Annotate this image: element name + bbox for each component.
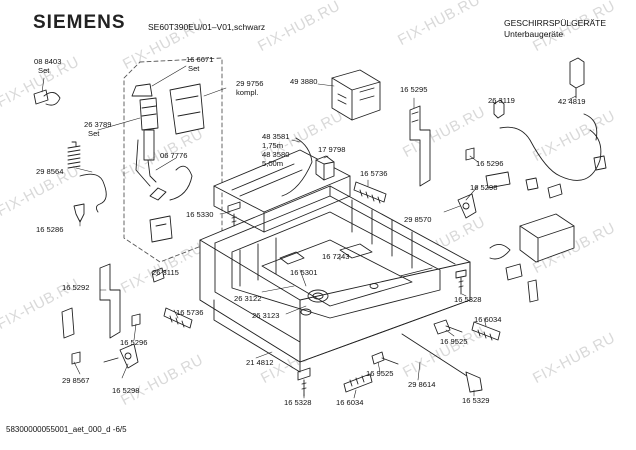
part-label: Set [88,129,100,138]
part-label: 26 3123 [252,311,280,320]
part-label: 06 7776 [160,151,188,160]
part-label: 1,75m [262,141,284,150]
toothed-rail [353,181,387,204]
part-label: 16 5295 [400,85,428,94]
base-tray [199,185,471,373]
part-label: 16 5298 [470,183,498,192]
part-label: 29 9756 [236,79,264,88]
part-label: 29 8614 [408,380,436,389]
part-label: 21 4812 [246,358,274,367]
part-label: 42 4819 [558,97,586,106]
pump-assembly [489,213,575,303]
part-label: 16 5292 [62,283,90,292]
coiled-hose [79,173,107,213]
part-label: 26 3789 [84,120,112,129]
part-label: 08 8403 [34,57,62,66]
part-label: 29 8567 [62,376,90,385]
aquastop-assembly [131,83,205,243]
power-cable [281,137,313,197]
part-label: 5,00m [262,159,284,168]
part-label: 29 8564 [36,167,64,176]
clip-small [71,351,81,365]
part-label: 26 3115 [152,268,179,277]
part-label: 16 9525 [366,369,394,378]
spring [67,141,81,169]
part-label: 48 3581 [262,132,290,141]
plug [61,307,75,339]
part-label: 16 5301 [290,268,318,277]
clip-small [151,267,165,283]
part-label: 16 5286 [36,225,64,234]
clip-small [465,147,475,161]
part-label: 26 3122 [234,294,262,303]
screw [371,351,399,365]
part-label: 16 5296 [476,159,504,168]
part-label: 16 5296 [120,338,148,347]
hinge [457,193,477,219]
brand-logo: SIEMENS [33,12,126,33]
screw [227,201,241,227]
part-label: 16 5298 [112,386,140,395]
bracket [409,105,431,187]
toothed-strip [343,373,373,393]
bolt [297,367,311,397]
hinge [103,343,139,369]
toothed-rail [163,307,193,329]
part-label: 16 5330 [186,210,214,219]
part-label: 48 3580 [262,150,290,159]
rod [401,333,483,393]
part-label: 16 7243 [322,252,350,261]
part-label: 16 5329 [462,396,490,405]
hose-clip-set [33,89,61,106]
connector [569,57,585,99]
part-label: kompl. [236,88,259,97]
side-bracket [99,263,121,339]
cable-harness [485,113,607,199]
bolt [455,269,467,295]
screw [433,319,463,335]
part-label: 17 9798 [318,145,346,154]
part-label: Set [188,64,200,73]
diagram-subtitle: Unterbaugeräte [504,29,564,39]
pressure-switch [315,155,335,181]
part-label: 49 3880 [290,77,318,86]
part-label: Set [38,66,50,75]
part-label: 16 6671 [186,55,214,64]
leader-lines [41,65,577,399]
part-label: 16 6034 [336,398,364,407]
part-label: 16 5736 [360,169,388,178]
part-label: 26 3119 [488,96,515,105]
toothed-strip [471,321,501,341]
assembly-group-outline [123,57,223,263]
diagram-title: GESCHIRRSPÜLGERÄTE [504,18,607,28]
model-number: SE60T390EU/01–V01,schwarz [148,22,266,32]
clip [73,203,85,223]
part-label: 16 9525 [440,337,468,346]
clip-small [131,313,141,327]
part-label: 16 5328 [284,398,312,407]
document-code: 58300000055001_aet_000_d -6/5 [6,425,127,434]
part-label: 16 5328 [454,295,482,304]
electronics-housing [331,69,381,121]
clip-small [493,99,505,119]
part-label: 16 5736 [176,308,204,317]
part-label: 29 8570 [404,215,432,224]
part-label: 16 6034 [474,315,502,324]
